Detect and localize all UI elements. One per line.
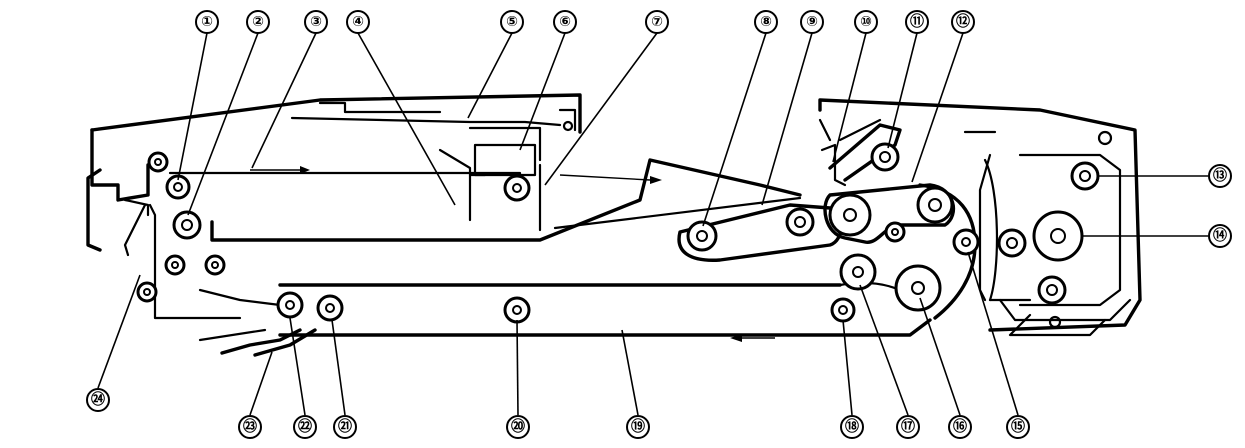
roller-15 (952, 228, 980, 256)
upper-paper-guide (168, 158, 802, 242)
callout-1-label: ① (201, 14, 213, 30)
callout-3: ③ (304, 10, 328, 34)
roller-9 (785, 207, 815, 237)
callout-6: ⑥ (553, 10, 577, 34)
roller-11 (870, 142, 900, 172)
callout-15-label: ⑮ (1011, 418, 1025, 435)
left-housing (86, 93, 582, 320)
roller-left-a (164, 254, 186, 276)
callout-9: ⑨ (800, 10, 824, 34)
callout-10-label: ⑩ (860, 14, 872, 30)
callout-15: ⑮ (1006, 415, 1030, 439)
leader-lines (97, 32, 1208, 416)
roller-21 (316, 294, 344, 322)
callout-24: ㉔ (86, 388, 110, 412)
roller-7 (503, 174, 531, 202)
callout-18-label: ⑱ (845, 418, 859, 435)
callout-21-label: ㉑ (338, 418, 352, 435)
callout-7-label: ⑦ (651, 14, 663, 30)
callout-12-label: ⑫ (956, 13, 970, 30)
callout-3-label: ③ (310, 14, 322, 30)
roller-18 (830, 297, 856, 323)
roller-left-b (204, 254, 226, 276)
callout-6-label: ⑥ (559, 14, 571, 30)
callout-20-label: ⑳ (511, 418, 525, 435)
roller-2 (172, 210, 202, 240)
callout-13-label: ⑬ (1213, 167, 1227, 184)
callout-16-label: ⑯ (953, 418, 967, 435)
roller-24 (136, 281, 158, 303)
callout-5-label: ⑤ (506, 14, 518, 30)
roller-12a (828, 193, 872, 237)
callout-17: ⑰ (896, 415, 920, 439)
rollers (136, 142, 1100, 324)
callout-11-label: ⑪ (910, 13, 924, 30)
callout-8-label: ⑧ (760, 14, 772, 30)
callout-14-label: ⑭ (1213, 227, 1227, 244)
callout-16: ⑯ (948, 415, 972, 439)
roller-13 (1070, 161, 1100, 191)
callout-4: ④ (346, 10, 370, 34)
callout-13: ⑬ (1208, 164, 1232, 188)
callout-22-label: ㉒ (298, 418, 312, 435)
callout-14: ⑭ (1208, 224, 1232, 248)
callout-2: ② (246, 10, 270, 34)
roller-14 (1032, 210, 1084, 262)
callout-23-label: ㉓ (243, 418, 257, 435)
callout-23: ㉓ (238, 415, 262, 439)
roller-16 (894, 264, 942, 312)
diverter-gate-23 (220, 328, 317, 357)
callout-20: ⑳ (506, 415, 530, 439)
callout-17-label: ⑰ (901, 418, 915, 435)
callout-2-label: ② (252, 14, 264, 30)
callout-1: ① (195, 10, 219, 34)
roller-22 (276, 291, 304, 319)
callout-8: ⑧ (754, 10, 778, 34)
roller-14b (997, 228, 1027, 258)
callout-12: ⑫ (951, 10, 975, 34)
callout-9-label: ⑨ (806, 14, 818, 30)
callout-7: ⑦ (645, 10, 669, 34)
roller-14c (1037, 275, 1067, 305)
callout-19: ⑲ (626, 415, 650, 439)
callout-11: ⑪ (905, 10, 929, 34)
callout-22: ㉒ (293, 415, 317, 439)
roller-17 (839, 253, 877, 291)
callout-24-label: ㉔ (91, 391, 105, 408)
roller-12b (916, 186, 954, 224)
roller-1 (165, 174, 191, 200)
roller-12c (884, 221, 906, 243)
roller-8 (686, 220, 718, 252)
callout-18: ⑱ (840, 415, 864, 439)
callout-21: ㉑ (333, 415, 357, 439)
roller-20 (503, 296, 531, 324)
callout-5: ⑤ (500, 10, 524, 34)
callout-4-label: ④ (352, 14, 364, 30)
roller-top-left (147, 151, 169, 173)
callout-19-label: ⑲ (631, 418, 645, 435)
callout-10: ⑩ (854, 10, 878, 34)
